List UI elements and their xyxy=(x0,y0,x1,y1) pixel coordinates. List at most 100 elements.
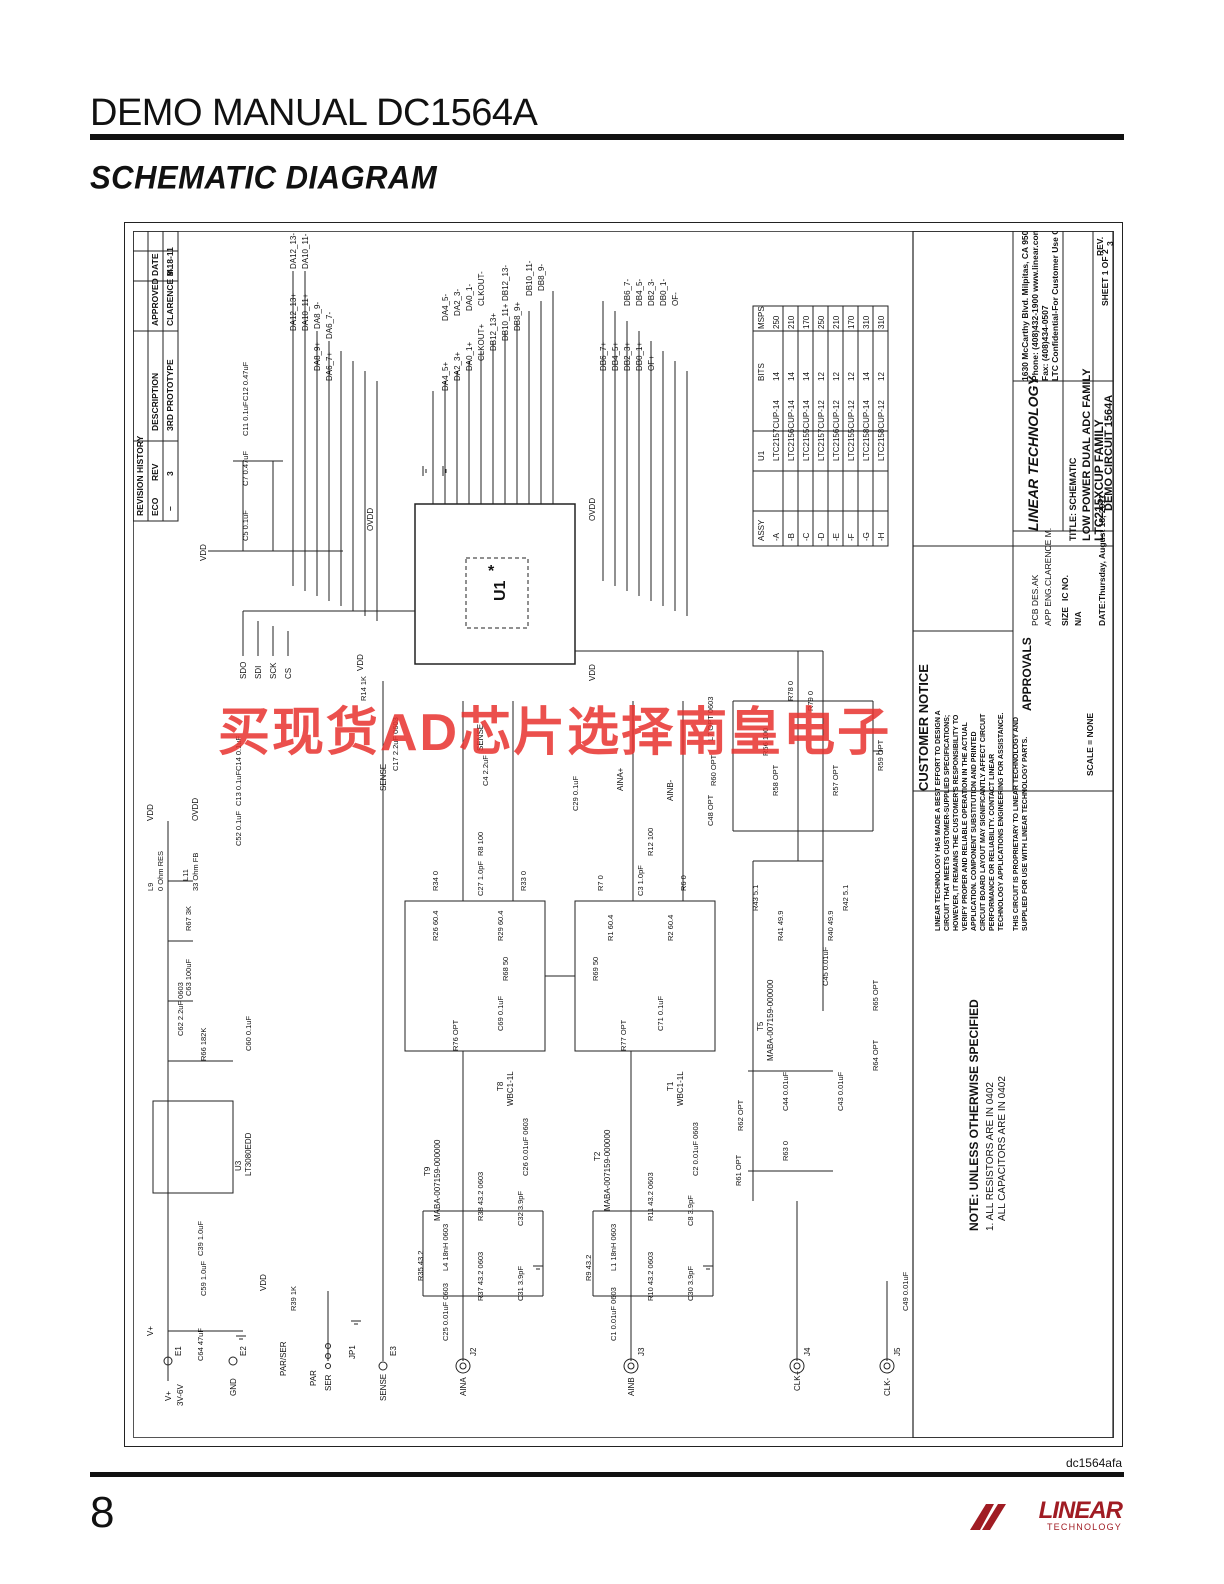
rev-col-date: DATE xyxy=(150,253,160,276)
ain-b-minus-label: AINB- xyxy=(666,779,675,801)
assy-cell: 14 xyxy=(772,372,781,381)
r34-label: R34 0 xyxy=(431,871,440,891)
l9-label: L9 xyxy=(146,883,155,891)
r65-label: R65 OPT xyxy=(871,979,880,1011)
e1-label: E1 xyxy=(174,1346,183,1356)
u3-part: LT3080EDD xyxy=(244,1132,253,1176)
r6-label: R6 0 xyxy=(679,875,688,891)
assy-table: ASSY U1 BITS MSPS -ALTC2157CUP-1414250-B… xyxy=(757,306,886,541)
net-label: DA2_3+ xyxy=(453,352,462,381)
net-label: DA0_1- xyxy=(465,284,474,311)
c45-label: C45 0.01uF xyxy=(821,946,830,986)
gnd-label: GND xyxy=(229,1378,238,1396)
e2-label: E2 xyxy=(239,1346,248,1356)
assy-col-bits: BITS xyxy=(757,363,766,381)
r29-label: R29 60.4 xyxy=(496,911,505,941)
notice-line-1: LINEAR TECHNOLOGY HAS MADE A BEST EFFORT… xyxy=(935,710,942,931)
t8-part: WBC1-1L xyxy=(506,1071,515,1106)
spi-sdo-label: SDO xyxy=(239,662,248,679)
c4-label: C4 2.2uF xyxy=(481,755,490,786)
c32-label: C32 3.9pF xyxy=(516,1191,525,1226)
rev-row-description: 3RD PROTOTYPE xyxy=(165,359,175,431)
c14-label: C14 0.1uF xyxy=(234,736,243,771)
assy-col-msps: MSPS xyxy=(757,306,766,329)
c49-label: C49 0.01uF xyxy=(901,1271,910,1311)
assy-cell: 12 xyxy=(877,372,886,381)
vdd-label-right: VDD xyxy=(588,664,597,681)
c2-label: C2 0.01uF 0603 xyxy=(691,1122,700,1176)
t5-ref: T5 xyxy=(756,1021,765,1031)
net-label: DB10_11- xyxy=(525,260,534,296)
assy-cell: 12 xyxy=(847,372,856,381)
vdd-label-jp1: VDD xyxy=(259,1274,268,1291)
address-text: 1630 McCarthy Blvd. Milpitas, CA 95035 xyxy=(1020,231,1030,381)
r79-label: R79 0 xyxy=(806,691,815,711)
u1-ref: U1 xyxy=(492,580,509,601)
net-label: DB2_3- xyxy=(647,279,656,306)
net-label: DB12_13- xyxy=(501,265,510,301)
l11-value: 33 Ohm FB xyxy=(191,853,200,891)
net-label: DB0_1+ xyxy=(635,342,644,371)
vdd-label-r14: VDD xyxy=(356,654,365,671)
app-eng-value: CLARENCE M. xyxy=(1043,528,1053,586)
net-label: DA10_11+ xyxy=(301,293,310,331)
r59-label: R59 OPT xyxy=(876,739,885,771)
assy-cell: -F xyxy=(847,533,856,541)
schematic-frame xyxy=(124,222,1123,1447)
assy-cell: -H xyxy=(877,532,886,541)
net-label: CLKOUT- xyxy=(477,271,486,306)
note-1: 1. ALL RESISTORS ARE IN 0402 xyxy=(985,1082,996,1231)
sense-input-label: SENSE xyxy=(379,1374,388,1401)
assy-cell: -A xyxy=(772,532,781,541)
footer-rule xyxy=(90,1472,1124,1477)
c59-label: C59 1.0uF xyxy=(199,1261,208,1296)
vplus-label: V+ xyxy=(146,1326,155,1336)
c63-label: C63 100uF xyxy=(184,958,193,996)
c60-label: C60 0.1uF xyxy=(244,1016,253,1051)
date-label: DATE: xyxy=(1097,600,1107,626)
c29-label: C29 0.1uF xyxy=(571,776,580,811)
product-line-1: LOW POWER DUAL ADC FAMILY xyxy=(1081,368,1093,541)
net-label: DB8_9- xyxy=(537,264,546,291)
vdd-label-left: VDD xyxy=(146,804,155,821)
footer-logo-subtitle: TECHNOLOGY xyxy=(1046,1522,1122,1532)
r11-label: R11 43.2 0603 xyxy=(646,1172,655,1221)
assy-cell: 12 xyxy=(832,372,841,381)
assy-cell: 310 xyxy=(862,315,871,329)
assy-cell: -D xyxy=(817,532,826,541)
r56-label: R56 100 xyxy=(761,728,770,756)
size-value: N/A xyxy=(1073,611,1083,626)
assy-cell: 310 xyxy=(877,315,886,329)
r41-label: R41 49.9 xyxy=(776,911,785,941)
e3-label: E3 xyxy=(389,1346,398,1356)
j2-label: J2 xyxy=(469,1347,478,1356)
vplus-input-label: V+ xyxy=(164,1391,173,1401)
assy-cell: 170 xyxy=(847,315,856,329)
r1-label: R1 60.4 xyxy=(606,915,615,941)
r33-label: R33 0 xyxy=(519,871,528,891)
net-label: OF- xyxy=(671,292,680,306)
ovdd-label-right: OVDD xyxy=(588,498,597,521)
r76-label: R76 OPT xyxy=(451,1019,460,1051)
ovdd-label-left-2: OVDD xyxy=(191,798,200,821)
net-label: DB12_13+ xyxy=(489,313,498,351)
l4-label: L4 18nH 0603 xyxy=(441,1224,450,1271)
ic-label: IC NO. xyxy=(1060,575,1070,601)
c7-label: C7 0.47uF xyxy=(241,451,250,486)
net-label: OF+ xyxy=(647,355,656,371)
rev-col-rev: REV xyxy=(150,463,160,481)
j3-label: J3 xyxy=(637,1347,646,1356)
assy-cell: 170 xyxy=(802,315,811,329)
u1-star: * xyxy=(488,563,495,580)
ain-a-label: AINA xyxy=(459,1377,468,1396)
page-number: 8 xyxy=(90,1488,115,1537)
c31-label: C31 3.9pF xyxy=(516,1266,525,1301)
watermark: 买现货AD芯片选择南皇电子 xyxy=(218,704,892,762)
product-line-2: LTC215XCUP FAMILY xyxy=(1092,419,1106,541)
r12-label: R12 100 xyxy=(646,828,655,856)
rev-row-approved: CLARENCE M. xyxy=(165,267,175,326)
par-label: PAR xyxy=(309,1370,318,1386)
phone-text: Phone: (408)432-1900 www.linear.com xyxy=(1030,231,1040,381)
c17-label: C17 2.2uF 0603 xyxy=(391,717,400,771)
assy-cell: 12 xyxy=(817,372,826,381)
